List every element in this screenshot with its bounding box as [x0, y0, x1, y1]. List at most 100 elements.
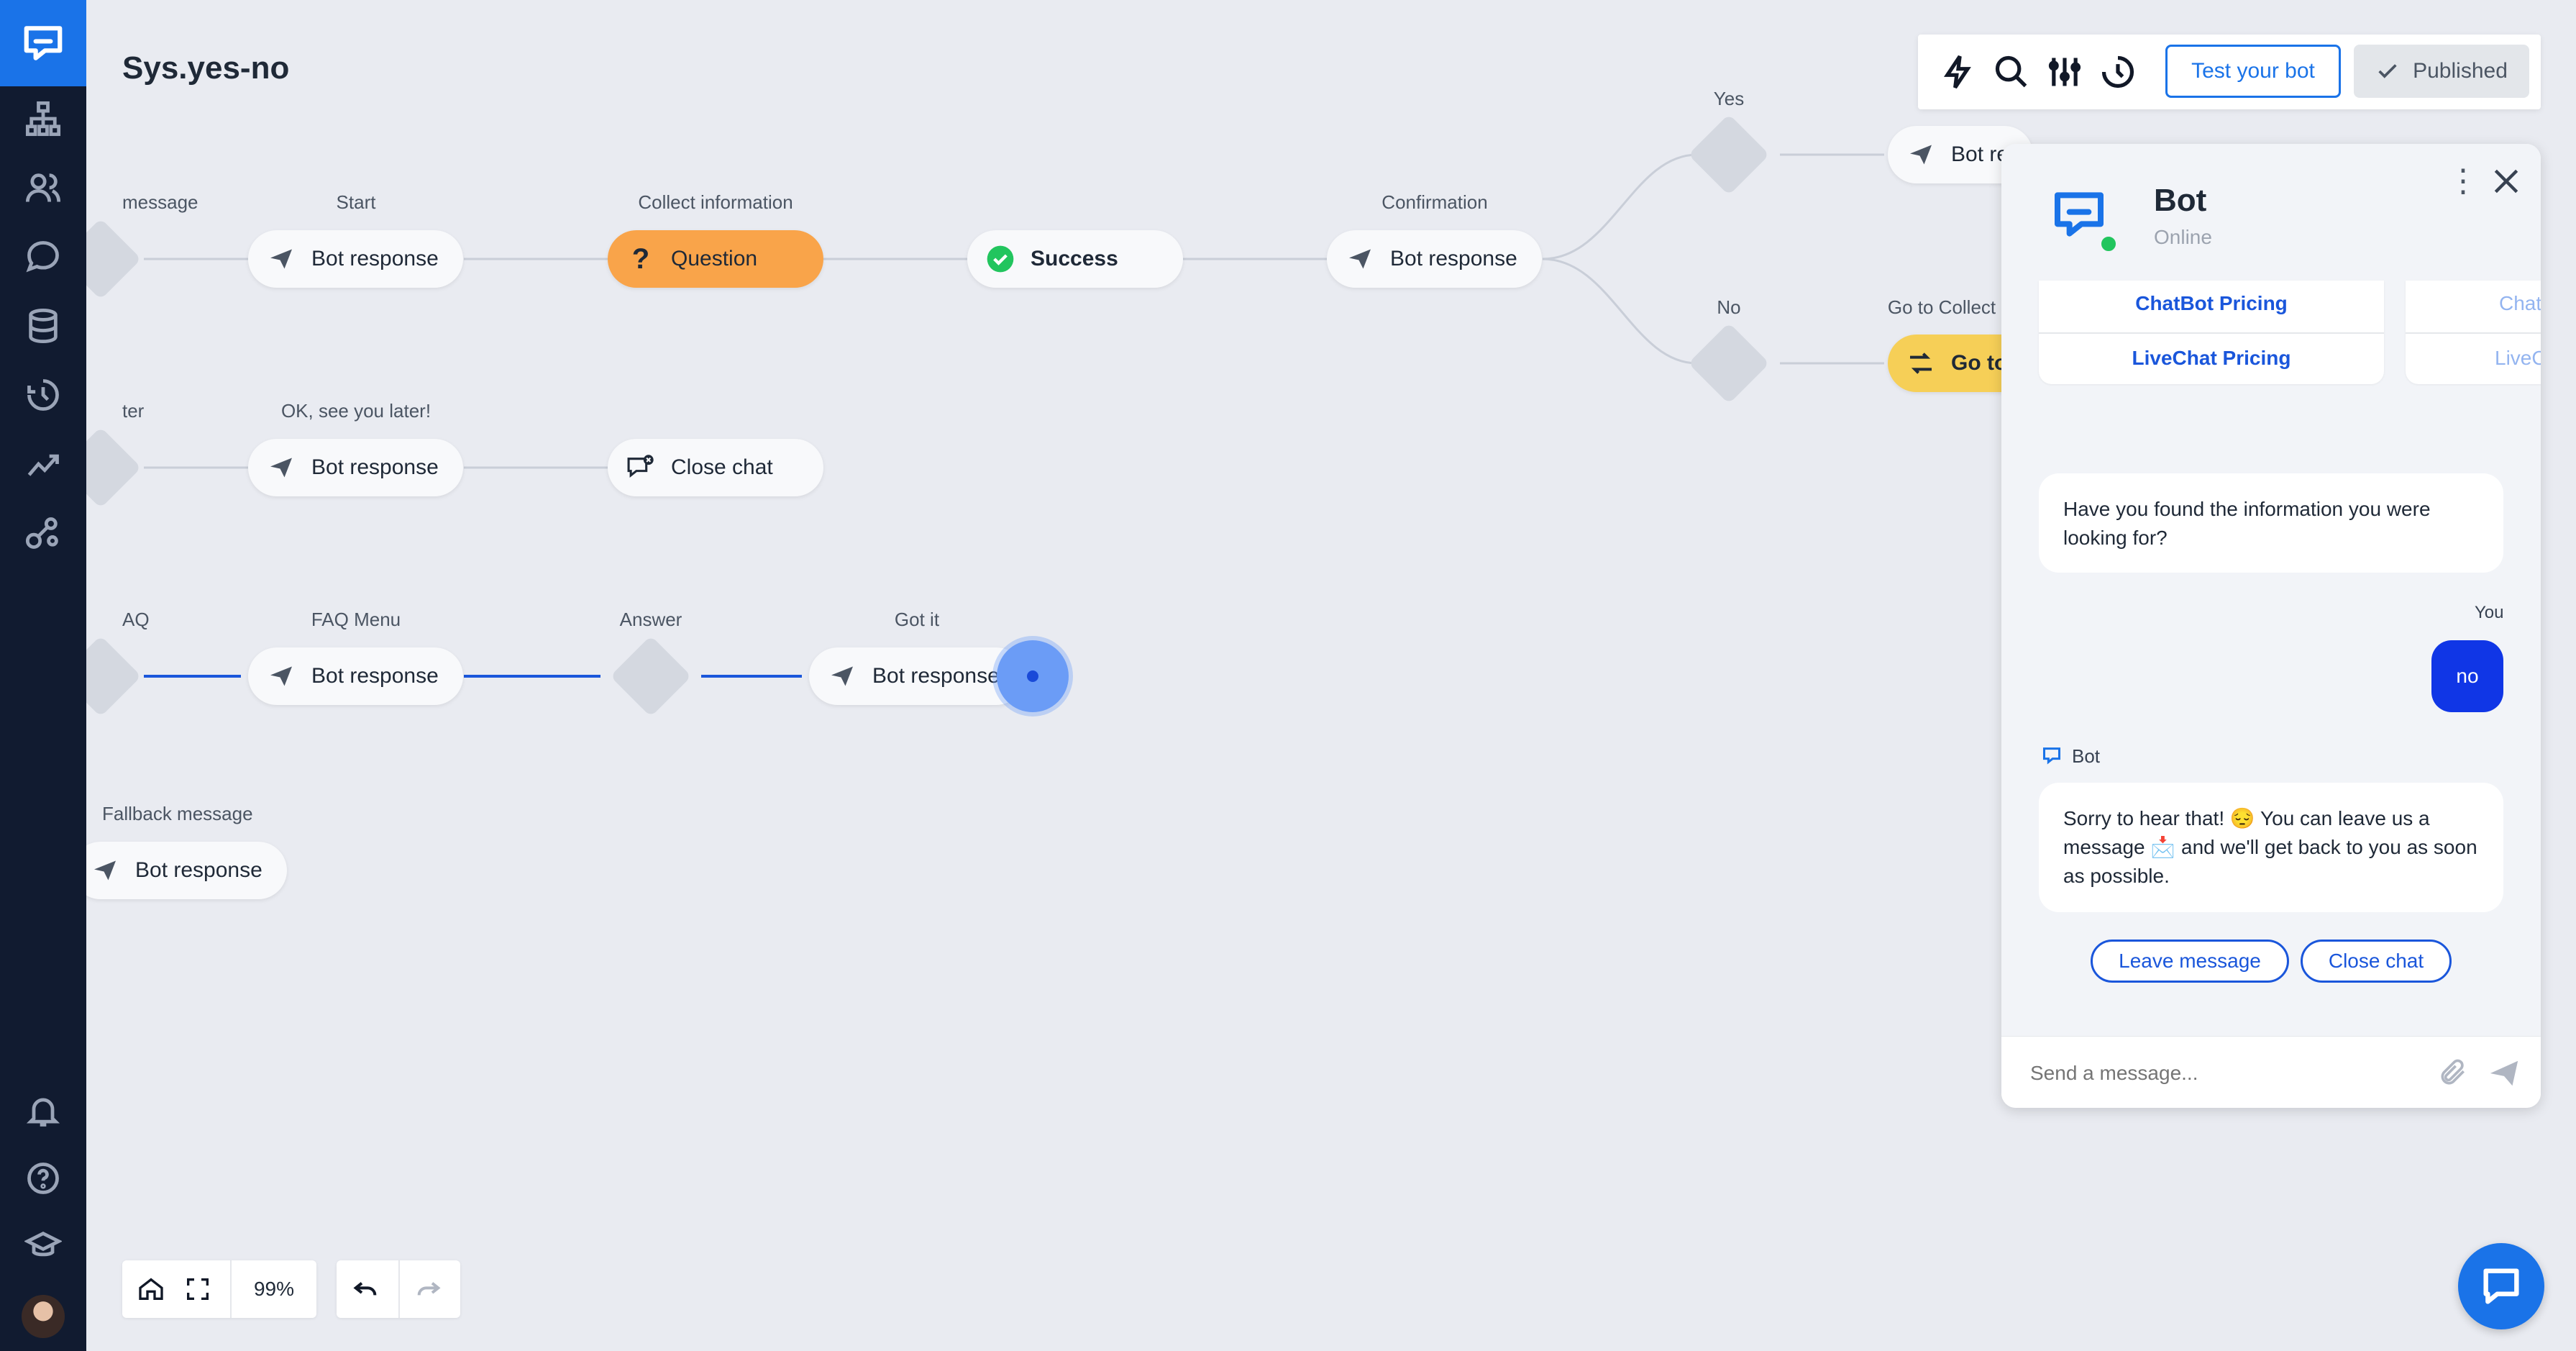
sidebar-item-help[interactable]: [0, 1144, 86, 1213]
history-icon[interactable]: [2099, 53, 2137, 91]
leave-message-button[interactable]: Leave message: [2091, 940, 2289, 983]
attachment-icon[interactable]: [2437, 1057, 2469, 1088]
bot-name: Bot: [2154, 183, 2207, 218]
send-icon: [1349, 249, 1371, 269]
app-logo[interactable]: [0, 0, 86, 86]
sidebar-item-notifications[interactable]: [0, 1076, 86, 1145]
node-start-bot-response[interactable]: Bot response: [248, 230, 463, 288]
close-chat-icon: [627, 455, 654, 478]
node-label-fallback: Fallback message: [102, 803, 253, 824]
top-toolbar: Test your bot Published: [1918, 35, 2541, 109]
node-label-answer: Answer: [619, 609, 682, 630]
node-label: ter: [122, 400, 145, 422]
sidebar-item-integrations[interactable]: [0, 499, 86, 568]
node-fallback-bot-response[interactable]: Bot response: [86, 842, 287, 899]
bot-status: Online: [2154, 226, 2212, 248]
sidebar-item-chats[interactable]: [0, 222, 86, 291]
more-options-icon[interactable]: ⋮: [2447, 163, 2479, 199]
bot-avatar-icon: [2055, 192, 2104, 237]
connection-handle[interactable]: [997, 640, 1069, 712]
node-gotit-bot-response[interactable]: Bot response: [809, 647, 1025, 705]
chat-header: Bot Online ⋮: [2001, 144, 2541, 288]
users-icon: [25, 173, 61, 202]
sidebar-item-reports[interactable]: [0, 429, 86, 499]
bot-message: Have you found the information you were …: [2039, 473, 2503, 573]
message-input[interactable]: [2029, 1057, 2420, 1090]
node-question[interactable]: ? Question: [608, 230, 823, 288]
send-icon: [831, 666, 853, 686]
card-link[interactable]: Chat: [2499, 292, 2541, 314]
sidebar: [0, 0, 86, 1351]
chat-launcher-icon: [2483, 1268, 2519, 1304]
flow-canvas[interactable]: Sys.yes-no message Start Bot response Co…: [86, 0, 2576, 1351]
goto-icon: [1910, 352, 1932, 374]
send-icon: [270, 249, 292, 269]
node-label: message: [122, 191, 198, 213]
published-button[interactable]: Published: [2354, 45, 2529, 98]
search-icon[interactable]: [1993, 53, 2030, 91]
node-label-yes: Yes: [1713, 88, 1745, 109]
story-title[interactable]: Sys.yes-no: [122, 50, 290, 86]
sidebar-item-users[interactable]: [0, 153, 86, 222]
send-icon: [94, 860, 116, 881]
chatbot-logo-icon: [24, 26, 63, 60]
zoom-level[interactable]: 99%: [253, 1278, 295, 1300]
sidebar-item-stories[interactable]: [0, 84, 86, 153]
help-icon: [27, 1163, 59, 1194]
chat-launcher-button[interactable]: [2458, 1243, 2544, 1329]
redo-icon[interactable]: [414, 1275, 443, 1307]
chat-bubble-icon: [26, 241, 59, 273]
avatar[interactable]: [22, 1295, 65, 1338]
flow-connections: [144, 153, 1884, 678]
canvas-controls: 99%: [122, 1260, 316, 1318]
undo-icon[interactable]: [351, 1275, 380, 1307]
node-label-faq: FAQ Menu: [311, 609, 401, 630]
home-icon[interactable]: [137, 1275, 165, 1307]
node-label-ok: OK, see you later!: [280, 400, 431, 422]
carousel-card: ChatBot Pricing LiveChat Pricing: [2039, 281, 2384, 384]
node-label-no: No: [1717, 296, 1741, 318]
close-chat-button[interactable]: Close chat: [2301, 940, 2452, 983]
carousel-card: Chat LiveC: [2406, 281, 2541, 384]
card-link-livechat-pricing[interactable]: LiveChat Pricing: [2132, 347, 2291, 369]
question-icon: ?: [631, 242, 650, 275]
send-icon: [1910, 145, 1932, 165]
send-icon: [270, 666, 292, 686]
history-controls: [337, 1260, 460, 1318]
sidebar-item-history[interactable]: [0, 360, 86, 429]
close-icon[interactable]: [2490, 165, 2522, 197]
chat-widget: Bot Online ⋮ ChatBot Pricing LiveChat Pr…: [2001, 144, 2541, 1108]
check-circle-icon: [987, 245, 1014, 273]
test-your-bot-button[interactable]: Test your bot: [2165, 45, 2341, 98]
node-label-collect: Collect information: [638, 191, 793, 213]
database-icon: [29, 308, 58, 344]
sidebar-item-data[interactable]: [0, 291, 86, 360]
node-confirmation-bot-response[interactable]: Bot response: [1327, 230, 1542, 288]
node-close-chat[interactable]: Close chat: [608, 439, 823, 496]
academy-icon: [24, 1232, 62, 1257]
user-label: You: [2475, 603, 2504, 622]
send-icon: [270, 458, 292, 478]
check-icon: [2378, 64, 2397, 78]
hierarchy-icon: [25, 101, 61, 137]
node-label: AQ: [122, 609, 150, 630]
sliders-icon[interactable]: [2046, 53, 2083, 91]
node-label-goto: Go to Collect: [1887, 296, 1996, 318]
card-link-chatbot-pricing[interactable]: ChatBot Pricing: [2135, 292, 2288, 314]
bot-small-icon: [2042, 747, 2061, 765]
node-success[interactable]: Success: [967, 230, 1183, 288]
node-label-confirmation: Confirmation: [1381, 191, 1488, 213]
node-label-gotit: Got it: [894, 609, 940, 630]
lightning-icon[interactable]: [1940, 53, 1977, 91]
node-ok-bot-response[interactable]: Bot response: [248, 439, 463, 496]
bell-icon: [26, 1098, 60, 1127]
fit-screen-icon[interactable]: [183, 1275, 212, 1307]
card-link[interactable]: LiveC: [2495, 347, 2541, 369]
sidebar-item-academy[interactable]: [0, 1211, 86, 1281]
user-message: no: [2431, 640, 2503, 712]
online-indicator: [2099, 235, 2118, 253]
node-faq-bot-response[interactable]: Bot response: [248, 647, 463, 705]
history-icon: [27, 379, 59, 411]
send-message-icon[interactable]: [2488, 1057, 2521, 1090]
bot-sender: Bot: [2072, 745, 2101, 767]
